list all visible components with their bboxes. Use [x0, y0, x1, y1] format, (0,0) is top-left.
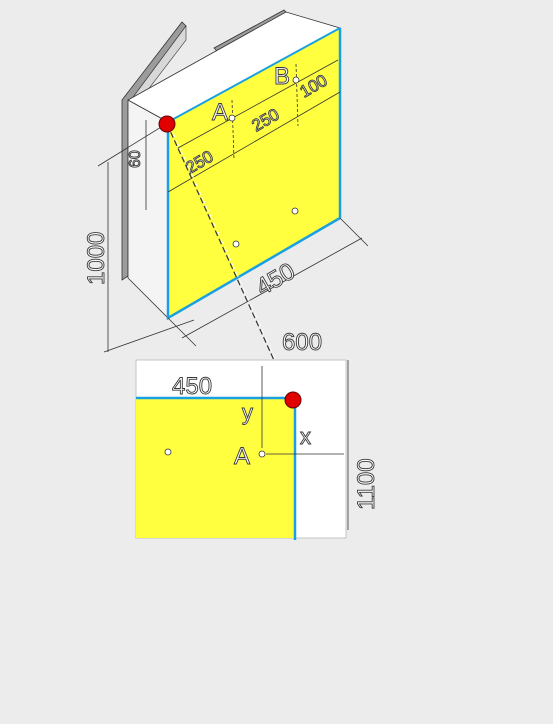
plan-yellow-panel	[136, 398, 296, 538]
point-a-iso	[228, 114, 236, 122]
hole-1	[232, 240, 240, 248]
panel-edge-top	[167, 27, 341, 123]
point-a-label-plan: A	[234, 443, 250, 470]
dim-450-line	[181, 237, 363, 339]
label-y: y	[242, 400, 253, 425]
dim-line-250-lower	[167, 91, 341, 193]
dim-1000-ext-bottom	[103, 319, 195, 353]
point-b-label-iso: B	[274, 63, 290, 90]
red-point-plan	[284, 391, 302, 409]
dim-1000-ext-top	[97, 123, 167, 167]
connector-dashed-light	[168, 123, 295, 401]
dim-1100-label: 1100	[353, 458, 380, 510]
label-x: x	[300, 424, 311, 449]
dim-450-ext-right	[339, 217, 369, 247]
guide-a-vertical	[231, 99, 235, 161]
connector-dashed	[166, 123, 293, 401]
isometric-view: 1000 60 450 250 250 100 A B	[83, 9, 369, 353]
dim-450-ext-left	[167, 317, 197, 347]
plan-view: 600 450 1100 y x A	[135, 329, 380, 540]
dim-line-250-upper	[177, 59, 339, 149]
wall-left-face	[127, 99, 169, 319]
dim-600-label: 600	[282, 329, 322, 356]
dim-1000-label: 1000	[83, 232, 110, 285]
red-point-iso	[158, 115, 176, 133]
hole-2	[291, 207, 299, 215]
guide-b-vertical	[295, 63, 299, 127]
dim-plan-450-label: 450	[172, 373, 212, 400]
point-b-iso	[292, 76, 300, 84]
plan-hole	[164, 448, 172, 456]
dim-60-label: 60	[127, 150, 144, 168]
point-a-plan	[258, 450, 266, 458]
point-a-label-iso: A	[212, 99, 228, 126]
